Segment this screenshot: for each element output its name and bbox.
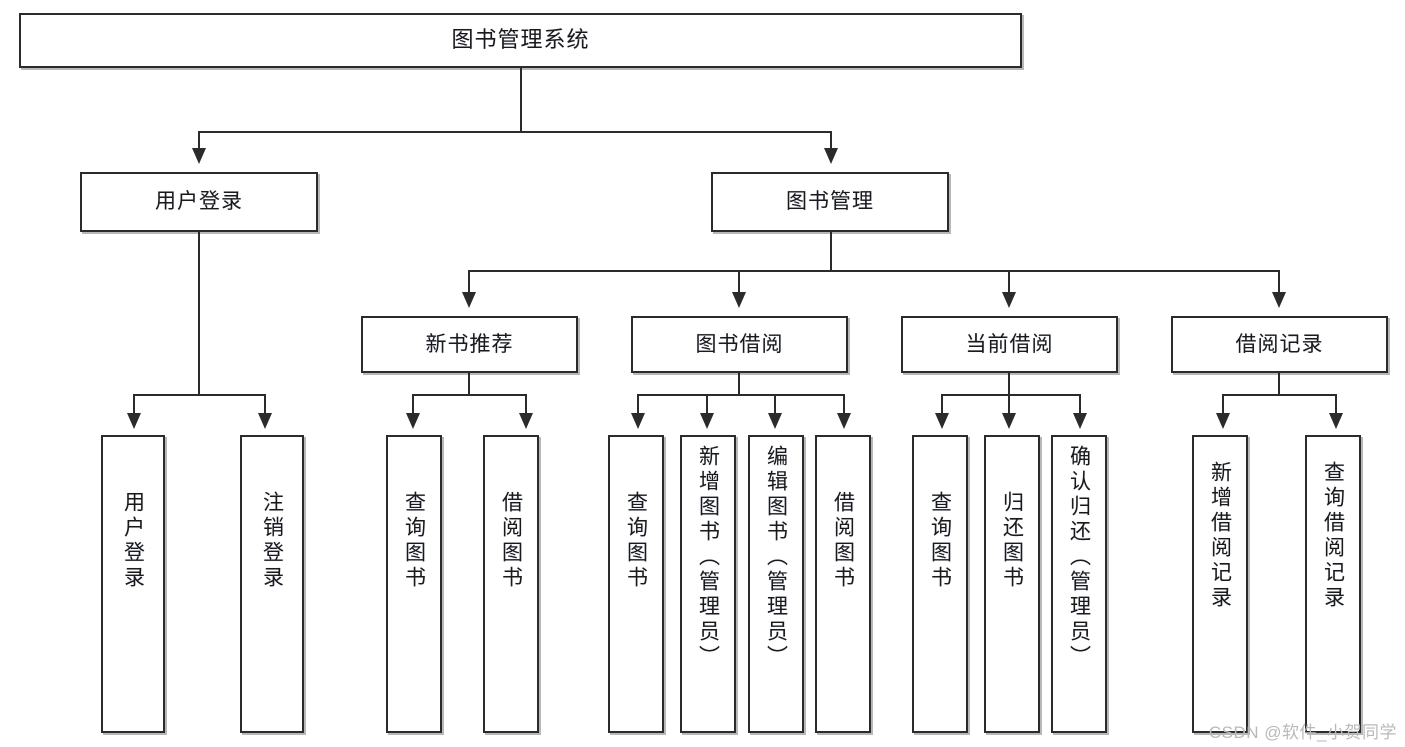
node-label: 查询图书 [928, 491, 952, 591]
connector-bookmgmt-b4 [1278, 270, 1280, 292]
node-leaf-add-borrow-record[interactable]: 新增借阅记录 [1192, 435, 1248, 733]
node-label: 查询借阅记录 [1321, 461, 1345, 611]
node-leaf-add-book-admin[interactable]: 新增图书（管理员） [680, 435, 736, 733]
node-borrowing-record[interactable]: 借阅记录 [1171, 316, 1388, 373]
node-leaf-query-book-current[interactable]: 查询图书 [912, 435, 968, 733]
connector-root-to-login [198, 131, 200, 148]
arrowhead-record-leaf-1 [1216, 413, 1230, 429]
connector-root-bus [198, 131, 832, 133]
connector-login-stem [198, 232, 200, 396]
node-leaf-confirm-return-admin[interactable]: 确认归还（管理员） [1051, 435, 1107, 733]
node-label: 借阅图书 [499, 491, 523, 591]
arrowhead-to-book-management [824, 148, 838, 164]
arrowhead-to-book-borrow [732, 292, 746, 308]
arrowhead-borrow-leaf-4 [837, 413, 851, 429]
node-label: 新增借阅记录 [1208, 461, 1232, 611]
node-label: 借阅图书 [831, 491, 855, 591]
connector-login-left [133, 394, 135, 413]
connector-record-r [1335, 394, 1337, 413]
arrowhead-current-leaf-3 [1073, 413, 1087, 429]
arrowhead-login-leaf-1 [127, 413, 141, 429]
node-label: 查询图书 [624, 491, 648, 591]
connector-current-b3 [1079, 394, 1081, 413]
connector-bookmgmt-bus [468, 270, 1280, 272]
node-label: 图书借阅 [695, 332, 784, 356]
arrowhead-to-new-book-rec [462, 292, 476, 308]
node-current-borrowing[interactable]: 当前借阅 [901, 316, 1118, 373]
arrowhead-newbook-leaf-1 [406, 413, 420, 429]
connector-borrow-b3 [774, 394, 776, 413]
node-label: 新书推荐 [425, 332, 514, 356]
connector-bookmgmt-b1 [468, 270, 470, 292]
arrowhead-borrow-leaf-2 [700, 413, 714, 429]
connector-newbook-l [412, 394, 414, 413]
connector-root-to-bookmgmt [830, 131, 832, 148]
node-label: 用户登录 [121, 491, 145, 591]
connector-bookmgmt-b3 [1008, 270, 1010, 292]
connector-newbook-bus [412, 394, 527, 396]
connector-record-bus [1222, 394, 1337, 396]
connector-borrow-b2 [706, 394, 708, 413]
node-label: 新增图书（管理员） [696, 445, 720, 670]
node-leaf-query-book-rec[interactable]: 查询图书 [386, 435, 442, 733]
connector-login-bus [133, 394, 266, 396]
node-label: 图书管理系统 [451, 27, 590, 53]
node-label: 编辑图书（管理员） [764, 445, 788, 670]
node-user-login[interactable]: 用户登录 [80, 172, 318, 232]
connector-newbook-stem [468, 373, 470, 394]
node-leaf-user-login[interactable]: 用户登录 [101, 435, 165, 733]
node-leaf-query-borrow-record[interactable]: 查询借阅记录 [1305, 435, 1361, 733]
connector-bookmgmt-b2 [738, 270, 740, 292]
node-leaf-logout[interactable]: 注销登录 [240, 435, 304, 733]
connector-newbook-r [525, 394, 527, 413]
node-label: 查询图书 [402, 491, 426, 591]
arrowhead-borrow-leaf-1 [631, 413, 645, 429]
node-leaf-borrow-book-rec[interactable]: 借阅图书 [483, 435, 539, 733]
node-leaf-return-book[interactable]: 归还图书 [984, 435, 1040, 733]
connector-current-b1 [941, 394, 943, 413]
node-book-borrowing[interactable]: 图书借阅 [631, 316, 848, 373]
arrowhead-to-user-login [192, 148, 206, 164]
connector-borrow-bus [637, 394, 845, 396]
node-book-management[interactable]: 图书管理 [711, 172, 949, 232]
arrowhead-to-current-borrow [1002, 292, 1016, 308]
node-label: 用户登录 [155, 190, 243, 214]
node-new-book-recommendation[interactable]: 新书推荐 [361, 316, 578, 373]
node-leaf-edit-book-admin[interactable]: 编辑图书（管理员） [748, 435, 804, 733]
arrowhead-login-leaf-2 [258, 413, 272, 429]
connector-borrow-b1 [637, 394, 639, 413]
arrowhead-borrow-leaf-3 [768, 413, 782, 429]
node-root[interactable]: 图书管理系统 [19, 13, 1022, 68]
connector-login-right [264, 394, 266, 413]
node-label: 图书管理 [786, 190, 874, 214]
connector-bookmgmt-stem [830, 232, 832, 272]
connector-borrow-b4 [843, 394, 845, 413]
connector-current-bus [941, 394, 1081, 396]
node-label: 借阅记录 [1235, 332, 1324, 356]
connector-record-l [1222, 394, 1224, 413]
node-label: 确认归还（管理员） [1067, 445, 1091, 670]
connector-root-stem [520, 68, 522, 131]
connector-borrow-stem [738, 373, 740, 394]
arrowhead-newbook-leaf-2 [519, 413, 533, 429]
connector-current-stem [1008, 373, 1010, 394]
node-label: 归还图书 [1000, 491, 1024, 591]
connector-record-stem [1278, 373, 1280, 394]
watermark-text: CSDN @软件_小贺同学 [1208, 723, 1397, 742]
node-label: 注销登录 [260, 491, 284, 591]
connector-current-b2 [1008, 394, 1010, 413]
arrowhead-to-borrow-record [1272, 292, 1286, 308]
arrowhead-current-leaf-1 [935, 413, 949, 429]
node-label: 当前借阅 [965, 332, 1054, 356]
arrowhead-record-leaf-2 [1329, 413, 1343, 429]
node-leaf-query-book-borrow[interactable]: 查询图书 [608, 435, 664, 733]
node-leaf-borrow-book[interactable]: 借阅图书 [815, 435, 871, 733]
arrowhead-current-leaf-2 [1002, 413, 1016, 429]
